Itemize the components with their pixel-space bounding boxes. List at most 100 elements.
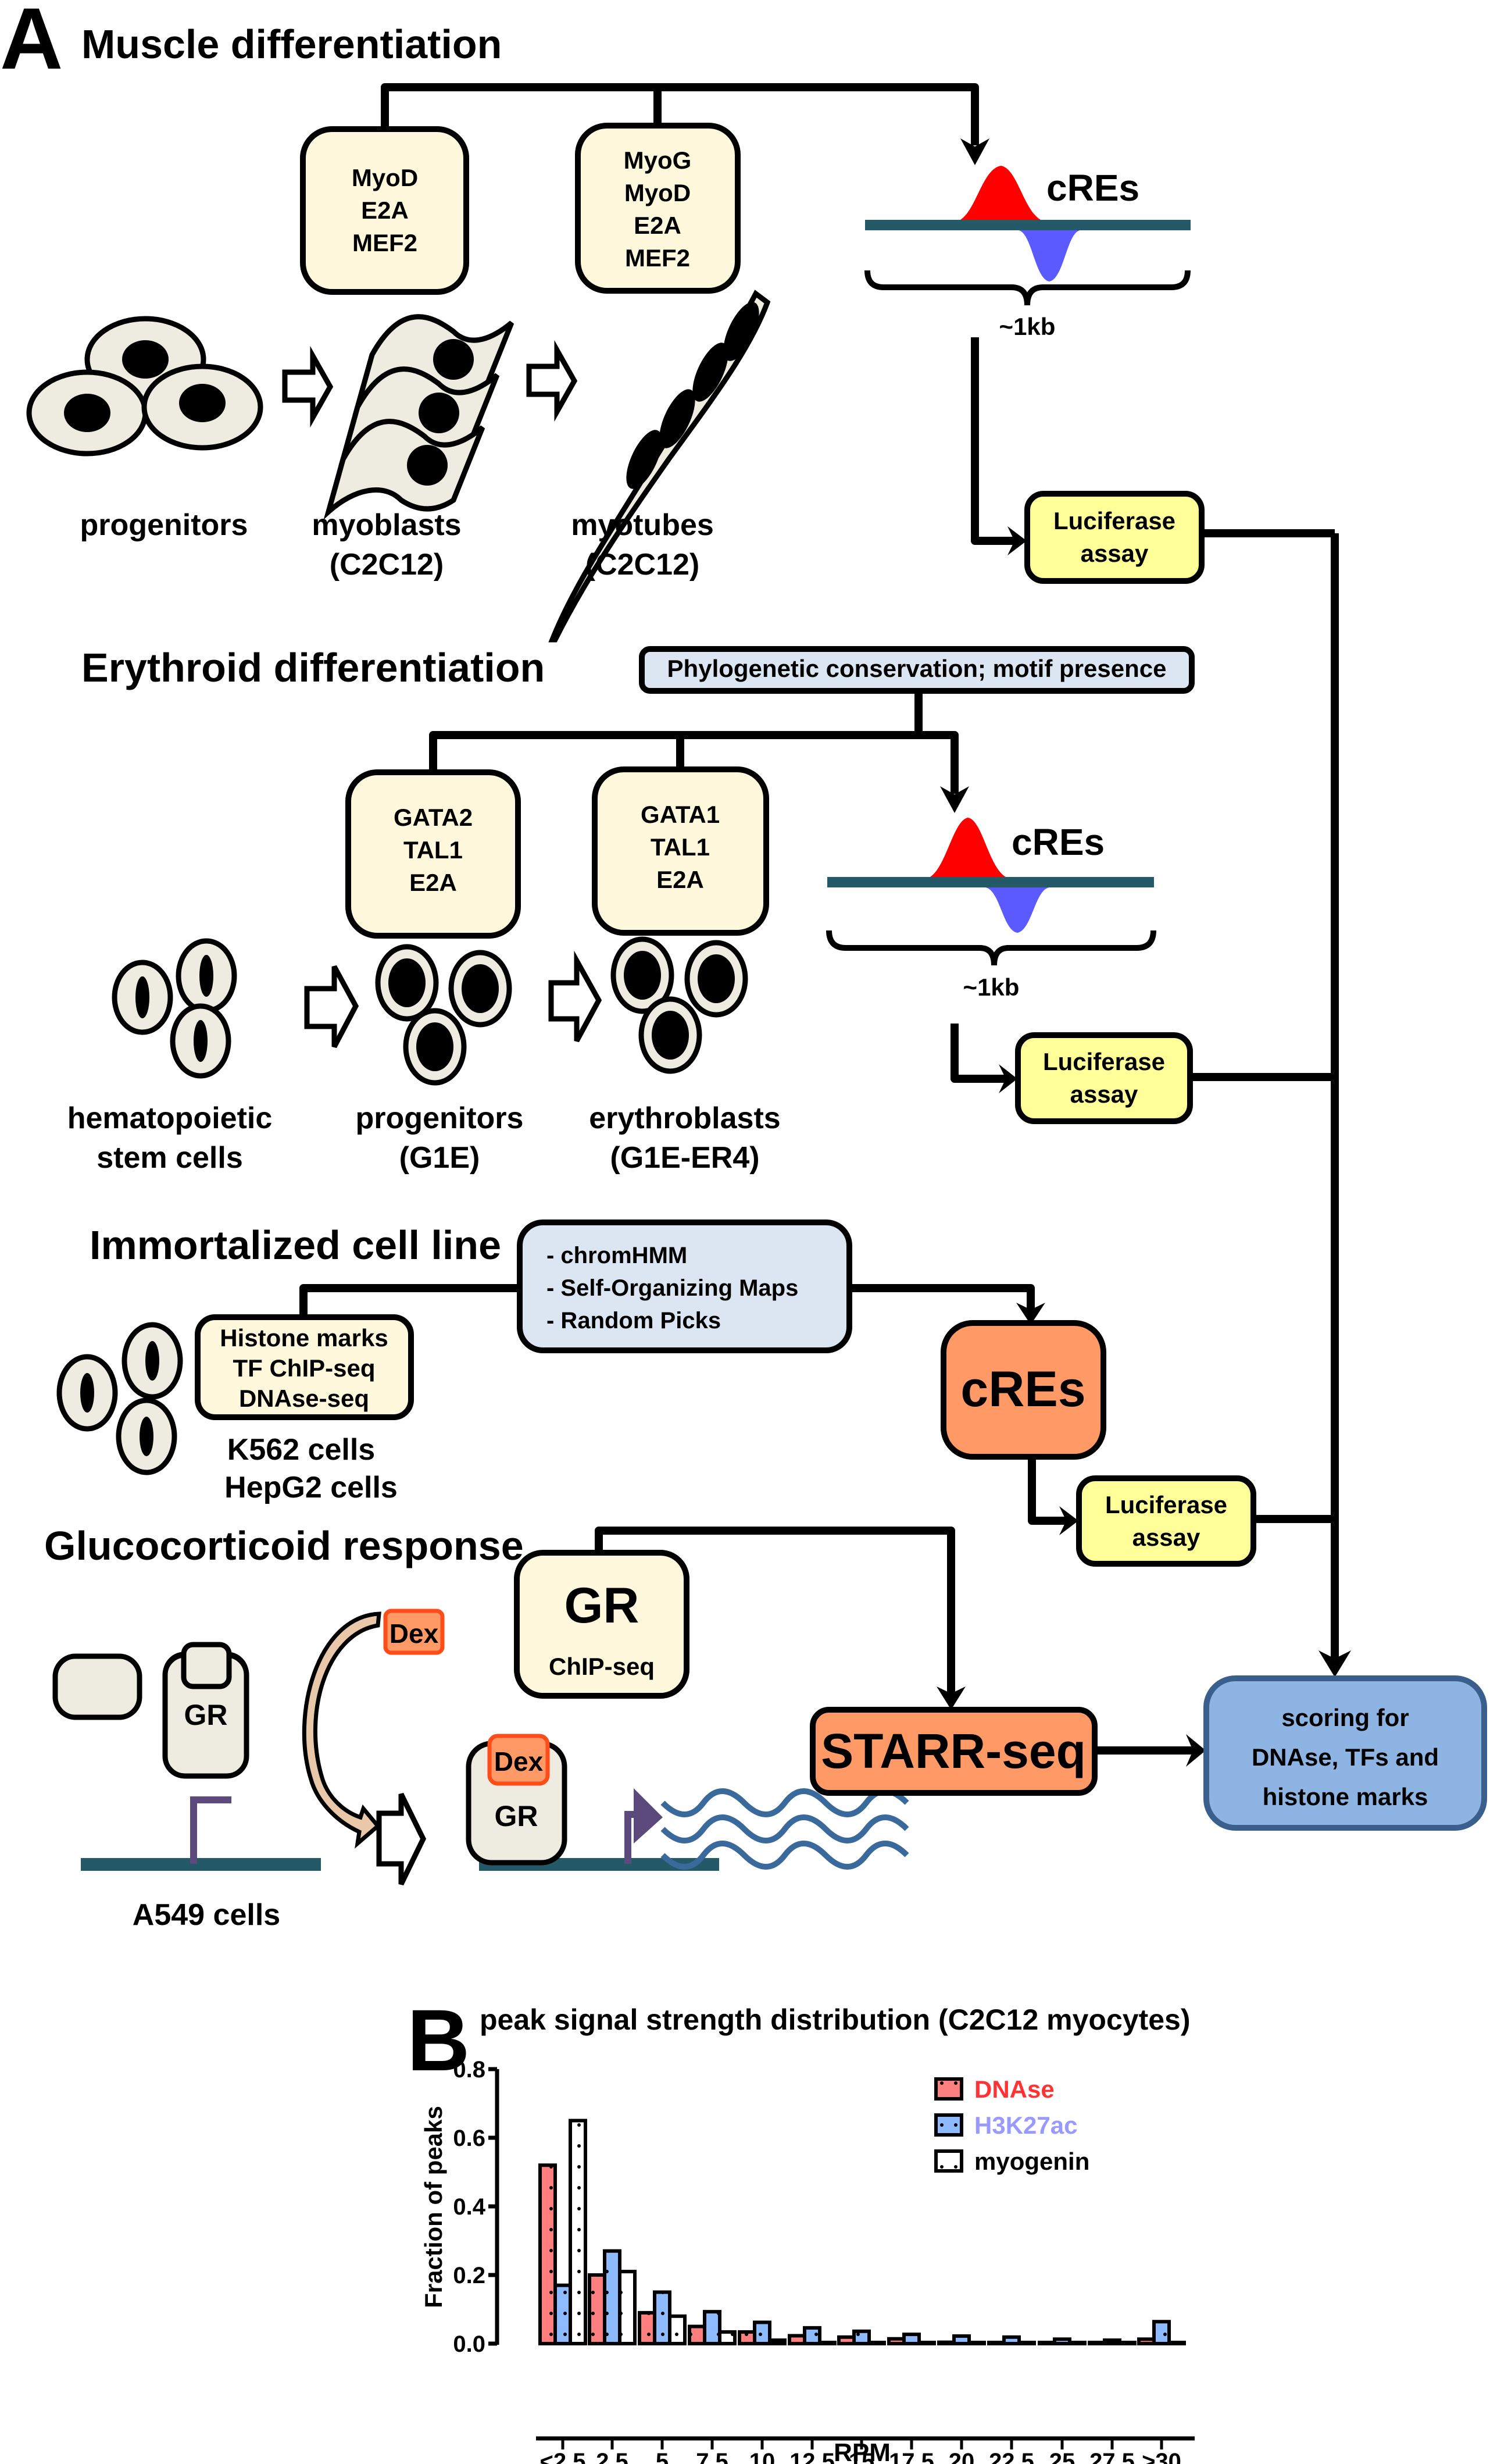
- promoter-icon: [190, 1796, 231, 1864]
- legend-label: H3K27ac: [974, 2112, 1077, 2139]
- bar-pattern: [805, 2327, 820, 2344]
- bar-pattern: [1120, 2342, 1135, 2344]
- glucocorticoid-title: Glucocorticoid response: [44, 1523, 524, 1568]
- dna-strand: [81, 1858, 321, 1871]
- bar-pattern: [854, 2331, 869, 2344]
- scoring-box: [1203, 1675, 1487, 1831]
- x-tick-label: 27.5: [1089, 2449, 1135, 2464]
- x-tick-label: 10: [749, 2449, 776, 2464]
- cell-line-label: A549 cells: [133, 1898, 280, 1932]
- x-tick-label: 2.5: [596, 2449, 628, 2464]
- connector-to-luciferase: [951, 1024, 1012, 1083]
- bar-pattern: [1019, 2342, 1034, 2344]
- connector-to-luciferase: [1028, 1457, 1071, 1525]
- tf-label: GATA1: [641, 801, 720, 828]
- filter-label: Phylogenetic conservation; motif presenc…: [667, 655, 1167, 682]
- muscle-tf-box-2: [575, 123, 741, 294]
- chart-title: peak signal strength distribution (C2C12…: [480, 2003, 1191, 2036]
- bar-pattern: [770, 2340, 785, 2344]
- legend-label: myogenin: [974, 2148, 1089, 2175]
- myoblast-cells-icon: [323, 314, 514, 520]
- progression-arrow-icon: [282, 345, 334, 428]
- tf-label: GATA2: [394, 804, 473, 831]
- cell-label: progenitors: [80, 508, 248, 542]
- x-tick-label: <2.5: [540, 2449, 586, 2464]
- data-box: [195, 1314, 414, 1420]
- arrow-right-icon: [1059, 1506, 1078, 1535]
- immortalized-title: Immortalized cell line: [90, 1222, 501, 1268]
- bar-pattern: [820, 2342, 835, 2344]
- progression-arrow-icon: [548, 950, 602, 1043]
- progenitor-cells-icon: [26, 316, 263, 457]
- cell-label: (G1E-ER4): [610, 1141, 759, 1175]
- methods-connector: [849, 1284, 1035, 1311]
- progression-arrow-icon: [376, 1793, 427, 1885]
- data-connector: [299, 1284, 520, 1316]
- x-tick-label: 17.5: [889, 2449, 934, 2464]
- erythroid-connector: [429, 731, 959, 794]
- gr-text: GR: [495, 1800, 538, 1832]
- bar-pattern: [869, 2342, 884, 2344]
- bar-pattern: [605, 2251, 620, 2344]
- luciferase-label: Luciferase: [1053, 507, 1175, 534]
- scoring-label: scoring for: [1281, 1704, 1409, 1731]
- method-item: - Self-Organizing Maps: [546, 1275, 798, 1301]
- legend-swatch-pattern: [936, 2115, 962, 2135]
- size-label: ~1kb: [963, 974, 1020, 1001]
- cell-label: myoblasts: [312, 508, 461, 542]
- x-tick-label: 12.5: [789, 2449, 835, 2464]
- x-tick-label: >30: [1142, 2449, 1181, 2464]
- bar-pattern: [540, 2165, 555, 2344]
- legend-label: DNAse: [974, 2076, 1055, 2103]
- bar-pattern: [555, 2285, 570, 2344]
- bar-pattern: [969, 2342, 984, 2344]
- tf-label: E2A: [409, 869, 457, 896]
- x-tick-label: 22.5: [989, 2449, 1034, 2464]
- tf-label: E2A: [634, 212, 681, 239]
- chipseq-label: ChIP-seq: [549, 1653, 655, 1680]
- cell-label: (C2C12): [330, 548, 444, 582]
- bar-chart: Fraction of peaks RPM 0.00.20.40.60.8 <2…: [420, 2057, 1195, 2464]
- cell-line-label: HepG2 cells: [224, 1471, 398, 1504]
- x-tick-label: 20: [949, 2449, 975, 2464]
- data-item: TF ChIP-seq: [233, 1354, 375, 1382]
- cell-label: progenitors: [356, 1101, 524, 1135]
- dex-label: Dex: [390, 1618, 439, 1649]
- bar-pattern: [1154, 2322, 1169, 2344]
- starr-seq-label: STARR-seq: [821, 1724, 1086, 1778]
- legend-swatch-pattern: [936, 2079, 962, 2099]
- scoring-label: histone marks: [1263, 1783, 1428, 1810]
- cres-box: [941, 1320, 1106, 1460]
- y-tick-label: 0.0: [453, 2331, 485, 2357]
- bar-pattern: [954, 2336, 969, 2344]
- data-item: DNAse-seq: [239, 1385, 369, 1412]
- arrow-right-icon: [999, 1064, 1017, 1093]
- cres-peak-icon: [865, 166, 1191, 281]
- erythroid-tf-box-1: [345, 769, 521, 939]
- x-tick-label: 15: [849, 2449, 875, 2464]
- arrow-down-icon: [937, 1686, 966, 1710]
- x-tick-label: 25: [1049, 2449, 1075, 2464]
- arrow-down-icon: [1319, 1650, 1351, 1677]
- brace-icon: [864, 270, 1191, 306]
- cell-label: (C2C12): [585, 548, 700, 582]
- muscle-tf-box-1: [300, 126, 469, 295]
- cell-line-label: K562 cells: [227, 1433, 375, 1467]
- x-tick-label: 5: [656, 2449, 669, 2464]
- bar-pattern: [1169, 2342, 1184, 2344]
- cell-label: erythroblasts: [589, 1101, 780, 1135]
- cell-label: myotubes: [571, 508, 714, 542]
- panel-b-letter: B: [407, 1991, 470, 2089]
- tf-label: MyoD: [352, 164, 418, 191]
- x-tick-label: 7.5: [696, 2449, 728, 2464]
- erythroblast-cells-icon: [610, 936, 748, 1074]
- bar-pattern: [1055, 2339, 1070, 2344]
- bar-pattern: [639, 2312, 655, 2344]
- legend-swatch-pattern: [936, 2151, 962, 2171]
- bar-pattern: [1089, 2342, 1105, 2344]
- bar-pattern: [620, 2272, 635, 2344]
- arrow-down-icon: [1016, 1303, 1045, 1325]
- luciferase-label: Luciferase: [1105, 1491, 1227, 1518]
- immortalized-cells-icon: [56, 1322, 183, 1475]
